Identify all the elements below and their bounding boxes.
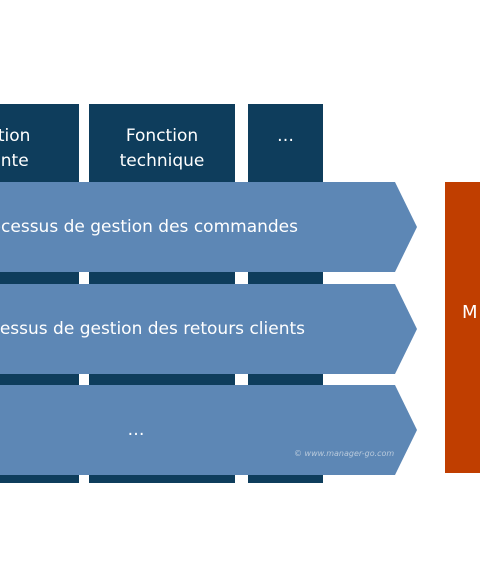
function-column-label: … xyxy=(248,124,323,149)
function-column-label: Fonction technique xyxy=(89,124,235,174)
watermark: © www.manager-go.com xyxy=(294,449,395,458)
process-arrow-more: … xyxy=(0,385,417,475)
process-arrow-orders: ocessus de gestion des commandes xyxy=(0,182,417,272)
function-column-line1: Fonction xyxy=(125,126,199,146)
process-label: ocessus de gestion des retours clients xyxy=(0,319,305,339)
function-column-line1: ction xyxy=(0,126,31,146)
function-column-line2: technique xyxy=(119,151,205,171)
side-box: M xyxy=(445,182,480,473)
function-column-line2: ente xyxy=(0,151,29,171)
process-label: ocessus de gestion des commandes xyxy=(0,217,298,237)
process-arrow-returns: ocessus de gestion des retours clients xyxy=(0,284,417,374)
side-box-label: M xyxy=(462,302,478,323)
function-column-label: ction ente xyxy=(0,124,79,174)
process-label: … xyxy=(127,420,145,440)
function-column-line1: … xyxy=(277,126,294,146)
